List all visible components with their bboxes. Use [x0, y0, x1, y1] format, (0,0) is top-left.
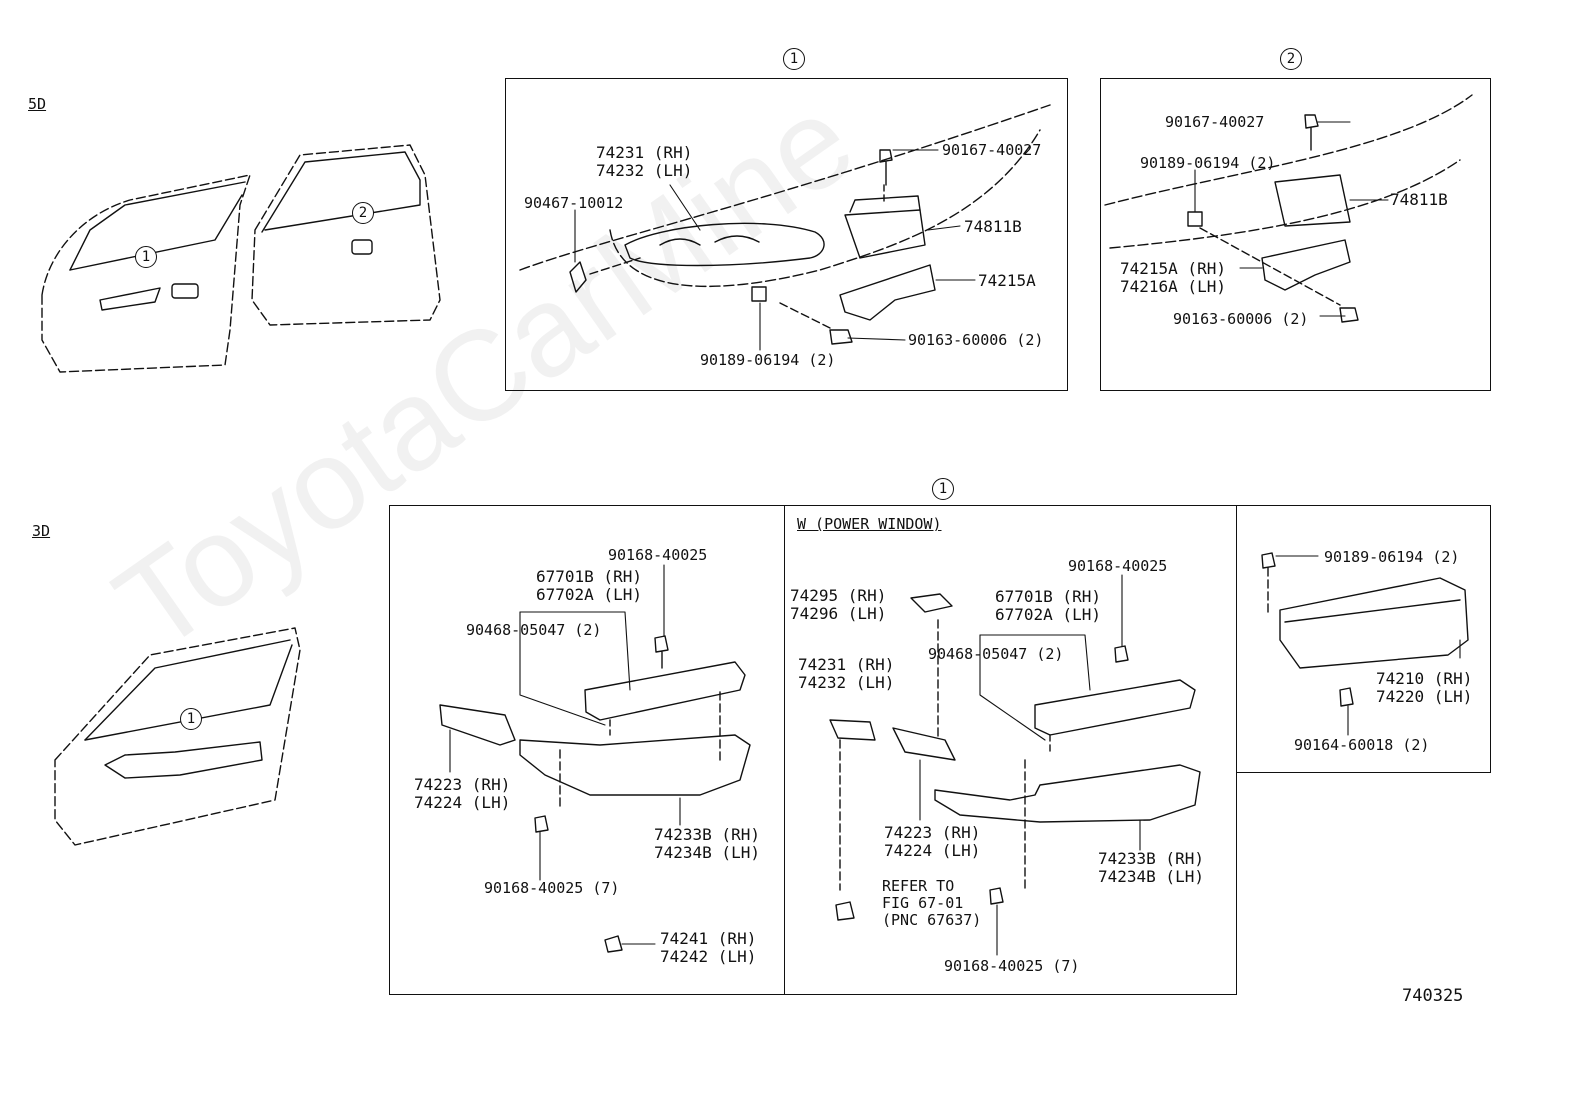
panel-5d-callout-2	[1100, 78, 1491, 391]
part-90163-60006: 90163-60006 (2)	[908, 331, 1044, 349]
callout-1-panel-header: 1	[783, 48, 805, 70]
part-90189-06194: 90189-06194 (2)	[1140, 154, 1276, 172]
part-90468-05047: 90468-05047 (2)	[928, 645, 1064, 663]
part-74223: 74223 (RH)	[414, 775, 511, 794]
part-67701B: 67701B (RH)	[995, 587, 1101, 606]
panel-3d-power-window	[784, 505, 1237, 995]
part-74231: 74231 (RH)	[596, 143, 693, 162]
part-74234B: 74234B (LH)	[1098, 867, 1204, 886]
callout-1-3d: 1	[180, 708, 202, 730]
panel-3d-right	[1236, 505, 1491, 773]
part-74296: 74296 (LH)	[790, 604, 887, 623]
part-74811B: 74811B	[964, 217, 1022, 236]
part-74242: 74242 (LH)	[660, 947, 757, 966]
section-label-3d: 3D	[32, 522, 51, 540]
figure-number: 740325	[1402, 986, 1464, 1006]
part-90167-40027: 90167-40027	[1165, 113, 1265, 131]
callout-1-5d-front: 1	[135, 246, 157, 268]
part-74234B: 74234B (LH)	[654, 843, 760, 862]
panel-3d-mid-art	[829, 593, 1201, 921]
power-window-title: W (POWER WINDOW)	[797, 515, 942, 533]
part-90168-40025: 90168-40025	[608, 546, 708, 564]
part-90167-40027: 90167-40027	[942, 141, 1042, 159]
part-67702A: 67702A (LH)	[536, 585, 642, 604]
three-door-door-outline	[54, 627, 301, 846]
refer-to-note-line2: FIG 67-01	[882, 894, 964, 912]
part-74223: 74223 (RH)	[884, 823, 981, 842]
part-74224: 74224 (LH)	[414, 793, 511, 812]
part-74233B: 74233B (RH)	[1098, 849, 1204, 868]
part-90189-06194: 90189-06194 (2)	[700, 351, 836, 369]
part-90163-60006: 90163-60006 (2)	[1173, 310, 1309, 328]
section-label-5d: 5D	[28, 95, 47, 113]
part-74215A: 74215A (RH)	[1120, 259, 1226, 278]
part-74233B: 74233B (RH)	[654, 825, 760, 844]
part-90164-60018: 90164-60018 (2)	[1294, 736, 1430, 754]
five-door-rear-door-outline	[251, 144, 441, 326]
panel-5d-callout-1	[505, 78, 1068, 391]
part-67702A: 67702A (LH)	[995, 605, 1101, 624]
panel-3d-left-art	[439, 635, 751, 953]
callout-1-3d-panel-header: 1	[932, 478, 954, 500]
part-74232: 74232 (LH)	[596, 161, 693, 180]
part-74224: 74224 (LH)	[884, 841, 981, 860]
panel-3d-right-art	[1261, 552, 1469, 707]
part-90168-40025-qty7: 90168-40025 (7)	[484, 879, 620, 897]
part-67701B: 67701B (RH)	[536, 567, 642, 586]
part-74215A: 74215A	[978, 271, 1036, 290]
part-74295: 74295 (RH)	[790, 586, 887, 605]
part-74220: 74220 (LH)	[1376, 687, 1473, 706]
five-door-front-door-outline	[41, 174, 251, 373]
panel-5d-1-art	[519, 104, 1051, 345]
part-74231: 74231 (RH)	[798, 655, 895, 674]
callout-2-5d-rear: 2	[352, 202, 374, 224]
part-74241: 74241 (RH)	[660, 929, 757, 948]
part-90168-40025: 90168-40025	[1068, 557, 1168, 575]
part-74210: 74210 (RH)	[1376, 669, 1473, 688]
part-90189-06194: 90189-06194 (2)	[1324, 548, 1460, 566]
part-74216A: 74216A (LH)	[1120, 277, 1226, 296]
part-90468-05047: 90468-05047 (2)	[466, 621, 602, 639]
part-74811B: 74811B	[1390, 190, 1448, 209]
refer-to-note-line1: REFER TO	[882, 877, 955, 895]
part-90467-10012: 90467-10012	[524, 194, 624, 212]
refer-to-note-line3: (PNC 67637)	[882, 911, 982, 929]
part-74232: 74232 (LH)	[798, 673, 895, 692]
part-90168-40025-qty7: 90168-40025 (7)	[944, 957, 1080, 975]
leader-lines	[449, 121, 1461, 956]
callout-2-panel-header: 2	[1280, 48, 1302, 70]
